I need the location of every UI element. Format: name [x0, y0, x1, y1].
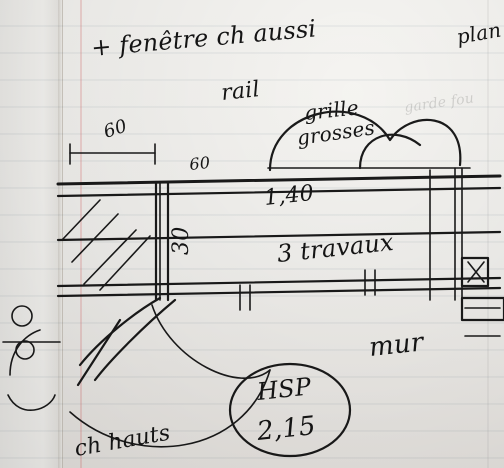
binding-gutter — [58, 0, 62, 468]
note-plan: plan — [455, 18, 503, 49]
note-grille: grille — [303, 95, 360, 125]
left-page-edge — [0, 0, 63, 468]
note-top: + fenêtre ch aussi — [90, 14, 317, 62]
margin-line — [80, 0, 82, 468]
note-3-travaux: 3 travaux — [276, 228, 396, 268]
note-mur: mur — [368, 327, 427, 363]
dim-30: 30 — [169, 227, 194, 255]
note-ch-hauts: ch hauts — [73, 421, 173, 462]
note-hsp: HSP — [255, 372, 313, 406]
dim-60-second: 60 — [188, 153, 211, 174]
dim-60: 60 — [101, 116, 130, 143]
faded-note: garde fou — [403, 90, 475, 116]
margin-line — [487, 0, 489, 468]
dim-1-40: 1,40 — [263, 181, 315, 211]
note-rail: rail — [220, 77, 261, 106]
note-2-15: 2,15 — [255, 411, 318, 447]
